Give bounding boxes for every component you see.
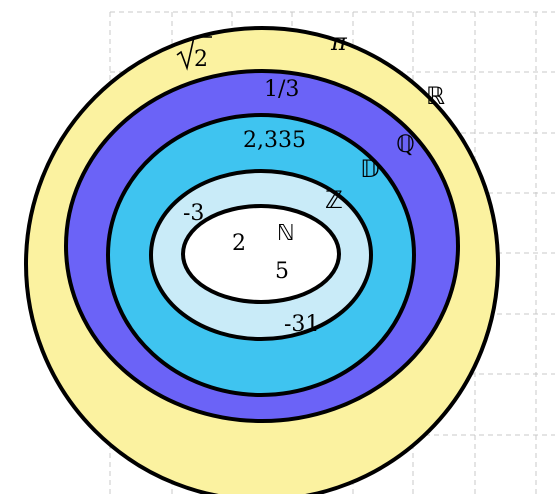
- decimal-symbol: 𝔻: [360, 155, 380, 183]
- integer-symbol: ℤ: [325, 186, 343, 214]
- decimal-example-label: 2,335: [243, 128, 306, 153]
- pi-label: π: [330, 28, 348, 56]
- five-label: 5: [275, 259, 289, 284]
- natural-symbol: ℕ: [277, 221, 295, 246]
- one-third-label: 1/3: [264, 77, 299, 102]
- set-natural-region: [181, 204, 341, 304]
- two-label: 2: [232, 231, 246, 256]
- negative-thirty-one-label: -31: [284, 312, 319, 337]
- sqrt-two-label: 2: [176, 36, 212, 72]
- sqrt-two-value: 2: [194, 47, 208, 72]
- real-symbol: ℝ: [426, 82, 445, 110]
- rational-symbol: ℚ: [396, 130, 415, 158]
- negative-three-label: -3: [183, 201, 204, 226]
